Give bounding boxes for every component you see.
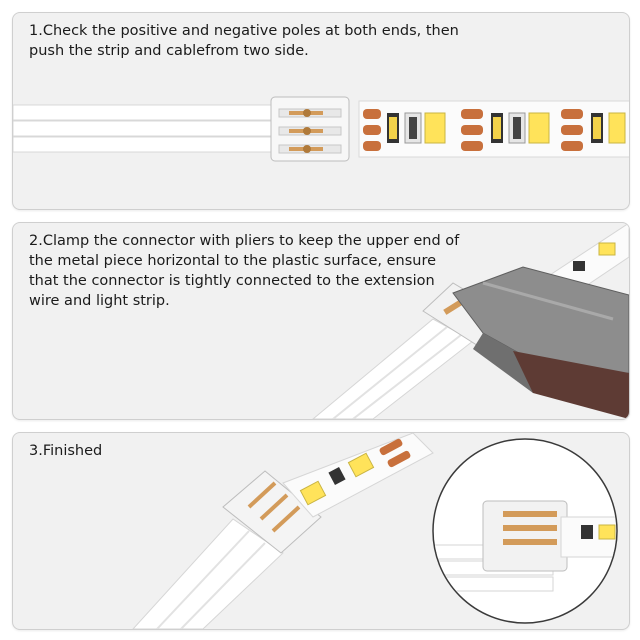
- extension-cable: [132, 518, 284, 629]
- clear-connector: [270, 96, 350, 162]
- step-2-illustration: [312, 223, 629, 419]
- step-3-panel: 3.Finished: [12, 432, 630, 630]
- clear-connector: [222, 470, 322, 554]
- led-strip: [358, 100, 629, 158]
- pliers: [452, 266, 629, 419]
- step-1-caption: 1.Check the positive and negative poles …: [29, 23, 459, 59]
- magnified-detail: [432, 438, 618, 624]
- step-2-panel: 2.Clamp the connector with pliers to kee…: [12, 222, 630, 420]
- step-1-illustration: [13, 96, 629, 162]
- step-1-panel: 1.Check the positive and negative poles …: [12, 12, 630, 210]
- step-3-caption: 3.Finished: [29, 443, 103, 459]
- extension-cable: [13, 104, 276, 153]
- step-2-caption: 2.Clamp the connector with pliers to kee…: [29, 233, 460, 309]
- extension-cable: [312, 318, 474, 419]
- led-strip: [282, 433, 434, 518]
- step-3-illustration: [132, 433, 618, 629]
